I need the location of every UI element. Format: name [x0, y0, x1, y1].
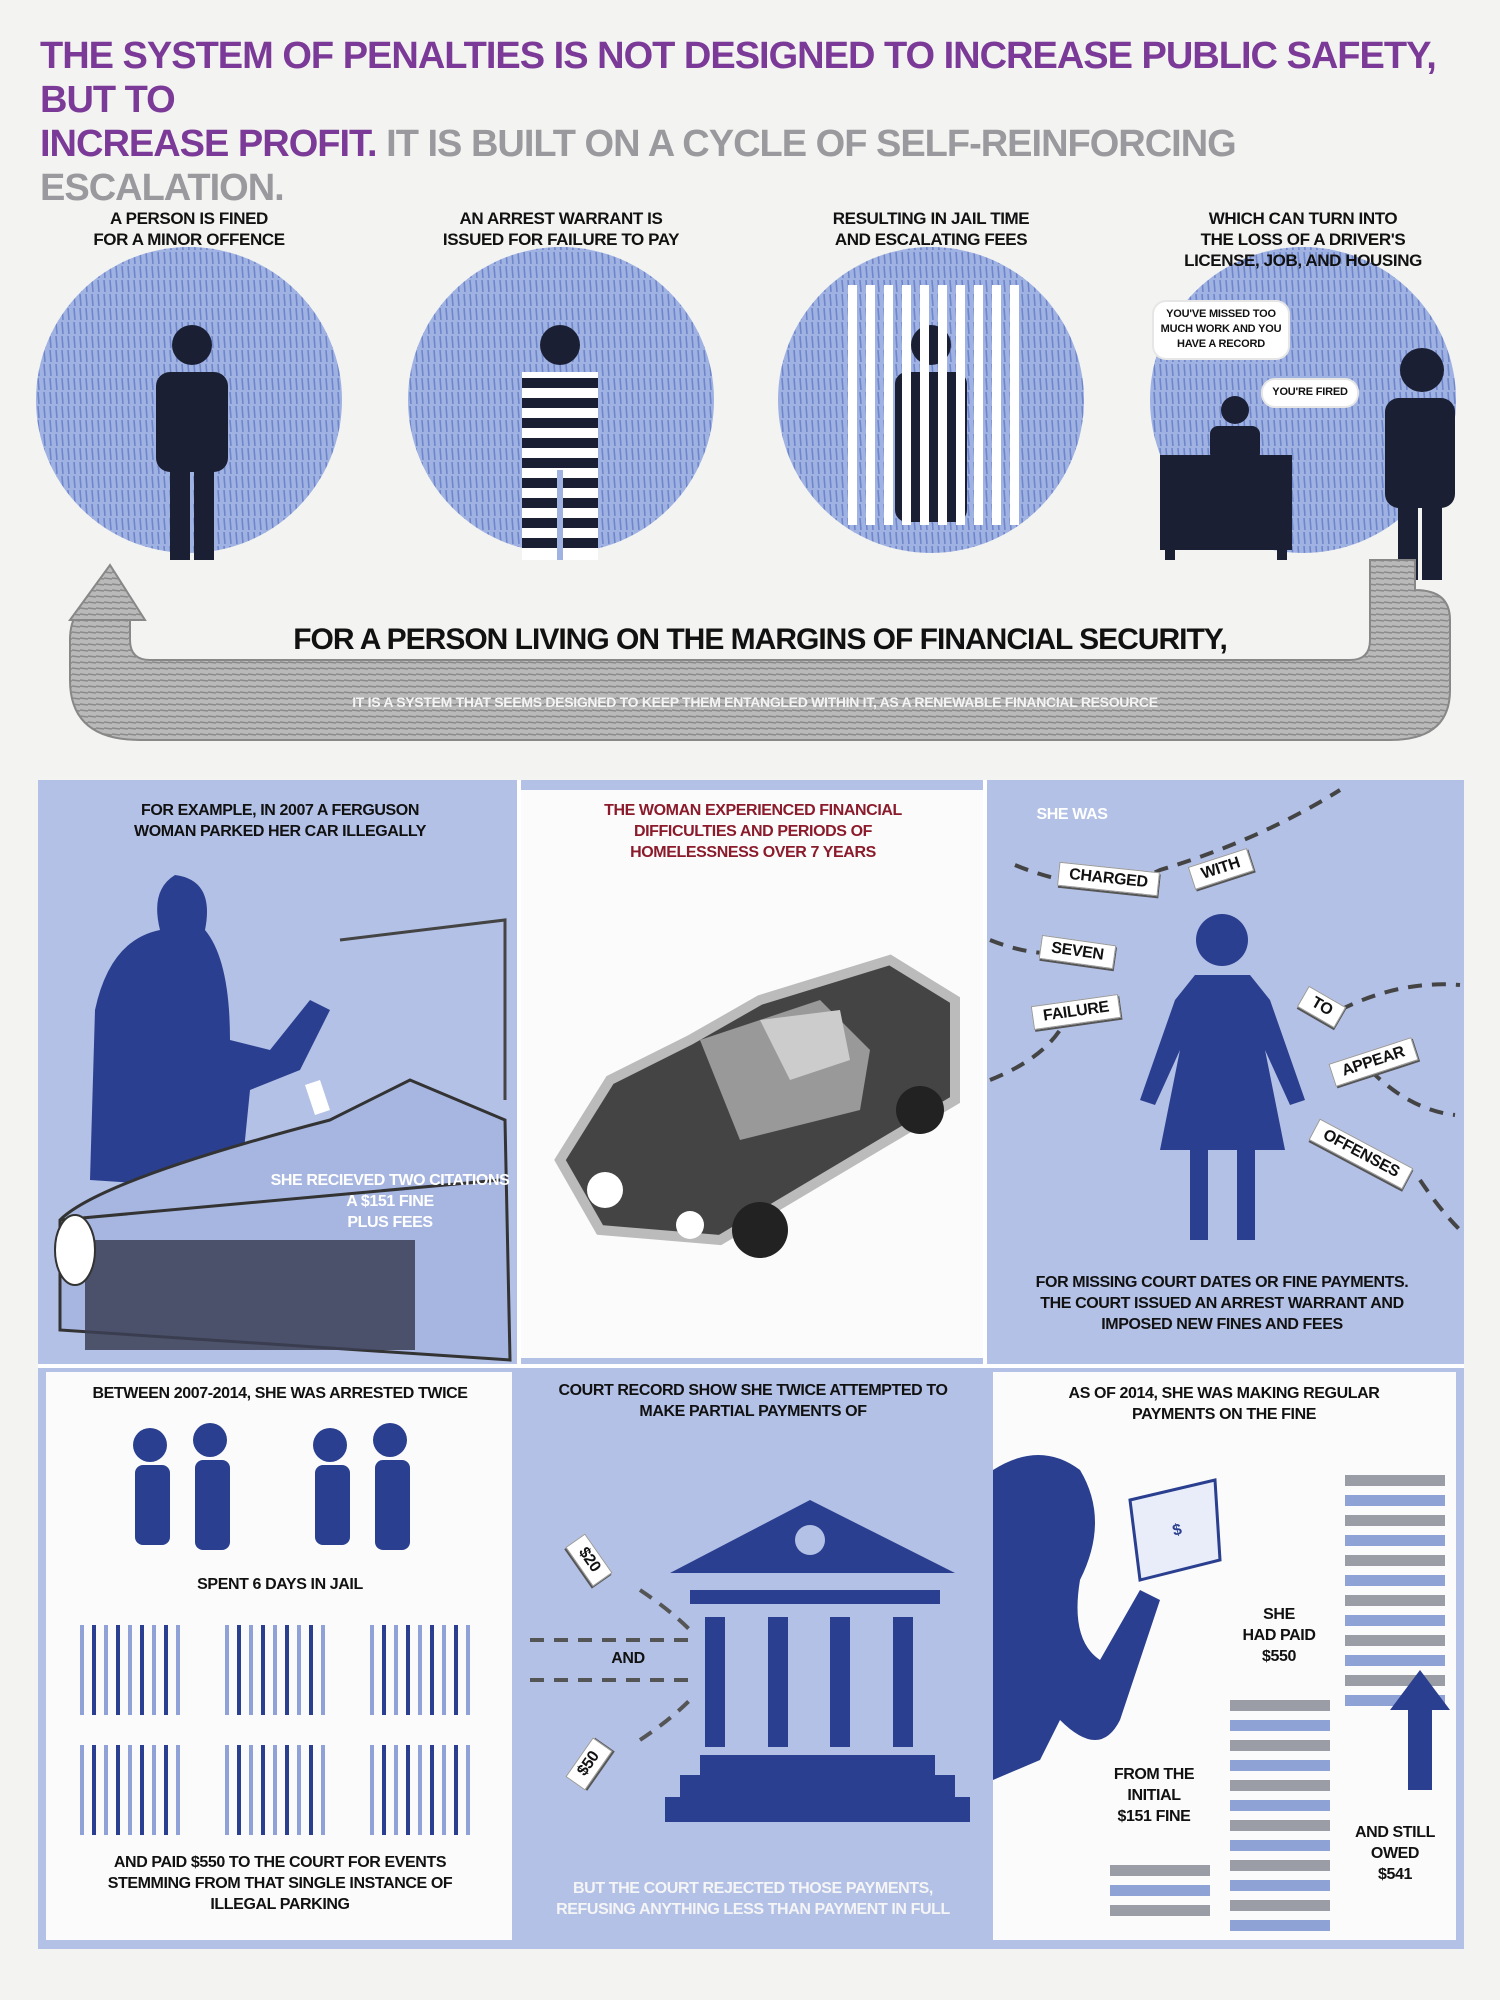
panel-1-top-text: FOR EXAMPLE, IN 2007 A FERGUSON WOMAN PA…: [133, 802, 427, 840]
jail-day-icons: [80, 1625, 470, 1835]
panel-5-bottom-text: BUT THE COURT REJECTED THOSE PAYMENTS, R…: [556, 1880, 950, 1918]
step-3-caption: RESULTING IN JAIL TIME AND ESCALATING FE…: [832, 209, 1030, 249]
payment-bar: [1230, 1720, 1330, 1731]
jail-day-icon: [370, 1745, 470, 1835]
payment-dashes: [530, 1588, 692, 1742]
payment-bar: [1345, 1555, 1445, 1566]
payment-bar: [1230, 1700, 1330, 1711]
jail-bars-icon: [848, 285, 1019, 525]
step-2-caption: AN ARREST WARRANT IS ISSUED FOR FAILURE …: [442, 209, 680, 249]
payment-bar: [1230, 1760, 1330, 1771]
arrow-subtext: IT IS A SYSTEM THAT SEEMS DESIGNED TO KE…: [352, 694, 1158, 710]
payment-bar: [1230, 1880, 1330, 1891]
panel-4-jail-text: SPENT 6 DAYS IN JAIL: [197, 1576, 363, 1593]
payment-bar: [1345, 1655, 1445, 1666]
title-rest: IT IS BUILT ON A CYCLE OF SELF-REINFORCI…: [40, 123, 1237, 209]
payment-bar: [1345, 1535, 1445, 1546]
and-label: AND: [611, 1650, 645, 1667]
jail-day-icon: [80, 1745, 180, 1835]
courthouse-drawing: [665, 1500, 970, 1822]
speech-bubble-record: YOU'VE MISSED TOO MUCH WORK AND YOU HAVE…: [1154, 302, 1288, 358]
panel-1-citations-text: SHE RECIEVED TWO CITATIONS A $151 FINE P…: [270, 1172, 510, 1231]
arrest-drawings: [133, 1423, 410, 1550]
payment-bar: [1230, 1840, 1330, 1851]
speech-bubble-fired: YOU'RE FIRED: [1263, 380, 1357, 406]
bubble-text: YOU'RE FIRED: [1272, 386, 1348, 398]
panel-6-top-text: AS OF 2014, SHE WAS MAKING REGULAR PAYME…: [1068, 1385, 1380, 1423]
title-highlight: THE SYSTEM OF PENALTIES IS NOT DESIGNED …: [40, 35, 1437, 165]
up-arrow-icon: [1390, 1670, 1450, 1790]
payment-stacks: [1110, 1475, 1445, 1931]
payment-bar: [1230, 1740, 1330, 1751]
jail-day-icon: [370, 1625, 470, 1715]
payment-bar: [1230, 1920, 1330, 1931]
payment-bar: [1230, 1800, 1330, 1811]
woman-paying-drawing: [993, 1455, 1160, 1780]
payment-bar: [1110, 1865, 1210, 1876]
paid-text: SHE HAD PAID $550: [1242, 1606, 1316, 1665]
jail-day-icon: [225, 1625, 325, 1715]
payment-bar: [1345, 1675, 1445, 1686]
payment-bar: [1230, 1820, 1330, 1831]
page-title: THE SYSTEM OF PENALTIES IS NOT DESIGNED …: [40, 34, 1460, 210]
payment-bar: [1345, 1475, 1445, 1486]
panel-4-bottom-text: AND PAID $550 TO THE COURT FOR EVENTS ST…: [107, 1854, 453, 1913]
payment-bar: [1345, 1515, 1445, 1526]
payment-bar: [1110, 1905, 1210, 1916]
payment-bar: [1230, 1900, 1330, 1911]
payment-bar: [1230, 1860, 1330, 1871]
car-drawing: [554, 954, 960, 1258]
boss-desk-icon: [1160, 396, 1292, 560]
payment-bar: [1345, 1575, 1445, 1586]
cycle-arrow-band: [69, 559, 1451, 741]
step-4-caption: WHICH CAN TURN INTO THE LOSS OF A DRIVER…: [1184, 209, 1422, 270]
jail-day-icon: [225, 1745, 325, 1835]
initial-fine-text: FROM THE INITIAL $151 FINE: [1113, 1766, 1195, 1825]
panel-3-bottom-text: FOR MISSING COURT DATES OR FINE PAYMENTS…: [1035, 1274, 1409, 1333]
bill-icon: [1128, 1478, 1222, 1582]
fired-person-icon: [1385, 348, 1455, 580]
payment-bar: [1345, 1495, 1445, 1506]
panel-4-bg: [46, 1372, 512, 1940]
payment-bar: [1345, 1635, 1445, 1646]
jail-day-icon: [80, 1625, 180, 1715]
bubble-text: YOU'VE MISSED TOO MUCH WORK AND YOU HAVE…: [1160, 308, 1282, 350]
prisoner-icon: [522, 325, 598, 560]
woman-charged-drawing: [1140, 914, 1305, 1240]
still-owed-text: AND STILL OWED $541: [1355, 1824, 1435, 1883]
panel-4-top-text: BETWEEN 2007-2014, SHE WAS ARRESTED TWIC…: [92, 1385, 468, 1402]
panel-3-she-was: SHE WAS: [1036, 806, 1108, 823]
payment-bar: [1345, 1615, 1445, 1626]
payment-bar: [1345, 1695, 1445, 1706]
panel-2-text: THE WOMAN EXPERIENCED FINANCIAL DIFFICUL…: [604, 802, 902, 861]
payment-bar: [1230, 1780, 1330, 1791]
woman-at-car-drawing: [54, 875, 512, 1362]
person-icon: [156, 325, 228, 560]
panel-5-top-text: COURT RECORD SHOW SHE TWICE ATTEMPTED TO…: [558, 1382, 948, 1420]
arrow-heading: FOR A PERSON LIVING ON THE MARGINS OF FI…: [293, 623, 1228, 656]
payment-bar: [1110, 1885, 1210, 1896]
step-1-caption: A PERSON IS FINED FOR A MINOR OFFENCE: [93, 209, 285, 249]
payment-bar: [1345, 1595, 1445, 1606]
arrow-head-left: [68, 563, 147, 621]
